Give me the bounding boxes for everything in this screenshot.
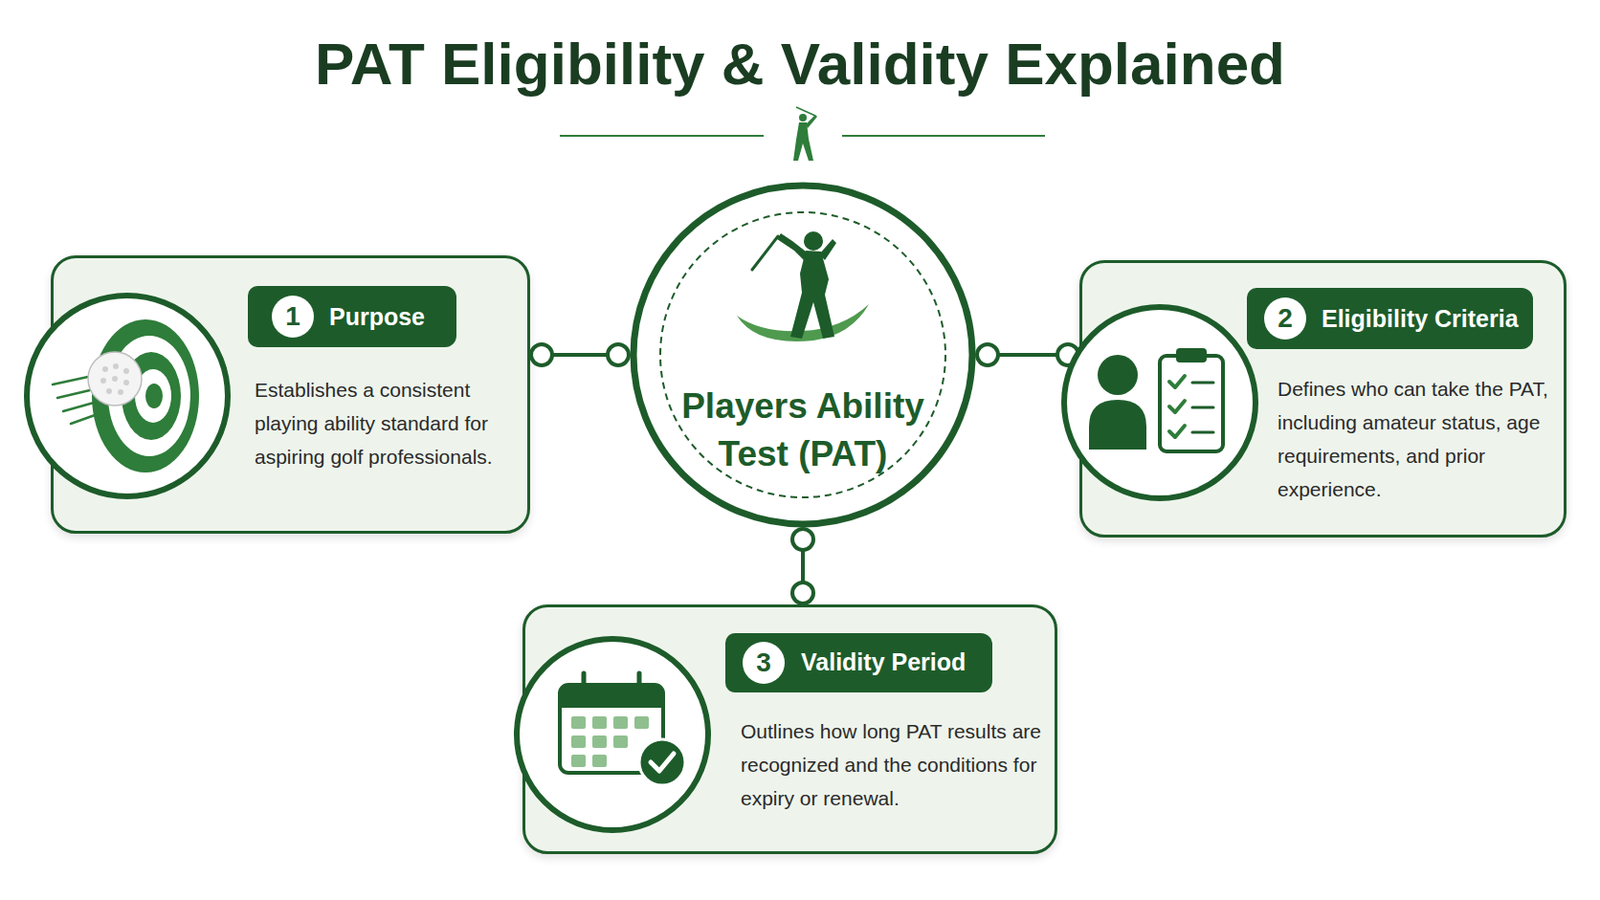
- center-circle: Players Ability Test (PAT): [629, 181, 977, 529]
- card-heading: Validity Period: [800, 647, 966, 677]
- connector-dot: [792, 582, 814, 604]
- step-number: 1: [271, 295, 314, 338]
- info-card: 3 Validity PeriodOutlines how long PAT re…: [522, 604, 1058, 855]
- connector-dot: [531, 344, 553, 366]
- connector-dot: [792, 529, 814, 551]
- card-body: Establishes a consistent playing ability…: [254, 373, 525, 474]
- card-body: Defines who can take the PAT, including …: [1277, 372, 1557, 507]
- card-heading: Purpose: [329, 302, 425, 332]
- info-card: 2 Eligibility CriteriaDefines who can tak…: [1079, 260, 1567, 538]
- center-label: Players Ability Test (PAT): [654, 382, 952, 479]
- target-icon: [26, 295, 228, 497]
- circle-outline: [629, 181, 977, 529]
- connector-dot: [607, 344, 629, 366]
- step-number: 2: [1264, 297, 1307, 340]
- connector-dot: [977, 344, 999, 366]
- outer-ring: [633, 185, 973, 525]
- info-card: 1 PurposeEstablishes a consistent playing…: [50, 255, 531, 534]
- card-body: Outlines how long PAT results are recogn…: [740, 714, 1055, 816]
- golfer-icon: [736, 231, 869, 342]
- step-number: 3: [742, 642, 785, 685]
- card-heading: Eligibility Criteria: [1321, 304, 1519, 334]
- checklist-icon: [1064, 307, 1256, 499]
- title-divider: [559, 107, 1045, 161]
- calendar-icon: [516, 639, 709, 831]
- small-golfer: [793, 107, 818, 161]
- connector-dot: [1057, 344, 1079, 366]
- page-title: PAT Eligibility & Validity Explained: [0, 28, 1600, 100]
